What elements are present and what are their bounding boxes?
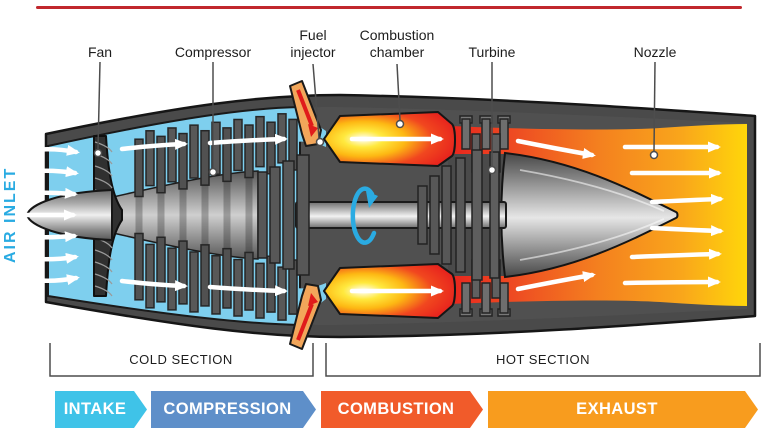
engine-shaft (295, 201, 507, 229)
compressor-rear-discs (257, 154, 310, 276)
turbine-discs (417, 149, 500, 281)
airflow-arrows (20, 133, 724, 297)
section-brackets (49, 343, 761, 377)
top-divider-rule (36, 6, 742, 9)
compressor-hub (112, 170, 259, 260)
tail-cone (500, 151, 679, 279)
callout-fan: Fan (87, 44, 113, 60)
hub-disc-ridges (135, 176, 253, 254)
callout-compressor: Compressor (174, 44, 252, 60)
callout-dots (93, 119, 659, 177)
callout-leader-lines (97, 61, 656, 168)
callout-fuel-injector: Fuel injector (290, 27, 336, 60)
hot-section-label: HOT SECTION (495, 352, 591, 367)
rotation-arrow-icon (350, 186, 378, 245)
cold-section-label: COLD SECTION (129, 352, 233, 367)
fuel-injector-bottom (289, 283, 322, 350)
stage-arrow-exhaust: EXHAUST (488, 391, 758, 428)
stage-arrow-combustion: COMBUSTION (321, 391, 483, 428)
stage-arrow-compression: COMPRESSION (151, 391, 316, 428)
gas-streaks (519, 169, 665, 261)
callout-combustion-chamber: Combustion chamber (359, 27, 435, 60)
stage-arrow-intake: INTAKE (55, 391, 147, 428)
air-inlet-label: AIR INLET (2, 166, 19, 264)
fuel-injector-top (289, 80, 322, 147)
callout-turbine: Turbine (468, 44, 516, 60)
callout-nozzle: Nozzle (633, 44, 677, 60)
